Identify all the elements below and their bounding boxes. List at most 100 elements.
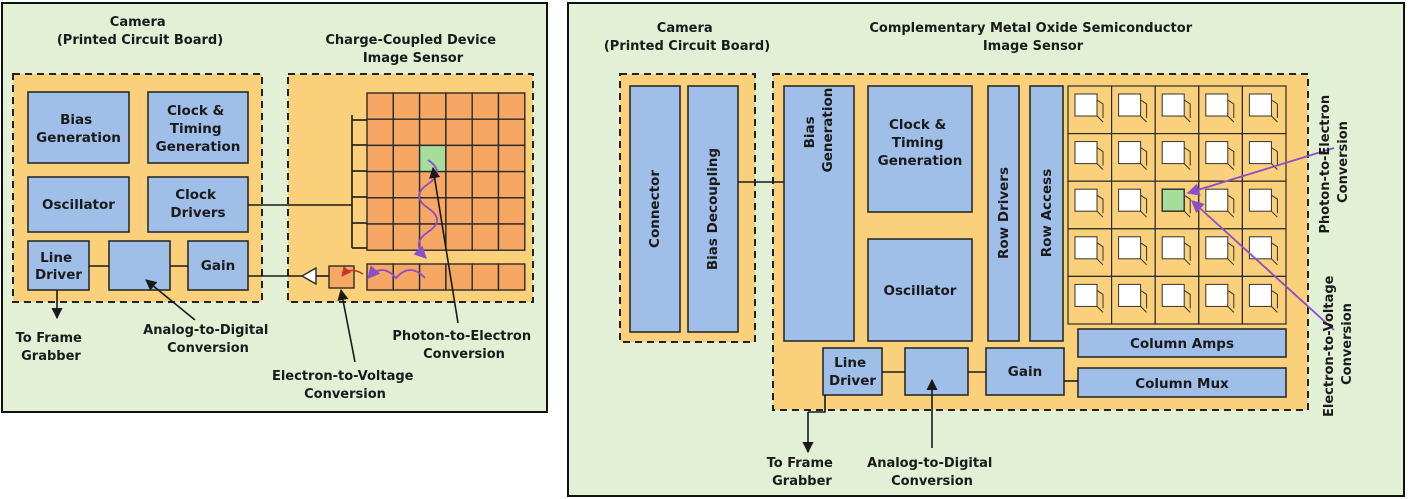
cmos-photodiode — [1074, 93, 1098, 117]
cmos-pixel — [1241, 275, 1287, 325]
cmos-photodiode — [1074, 141, 1098, 165]
cmos-pixel — [1067, 133, 1113, 182]
ccd-pixel — [497, 144, 526, 173]
ccd-panel: Camera (Printed Circuit Board) Charge-Co… — [1, 2, 548, 413]
ccd-clock-timing-block — [147, 91, 249, 164]
cmos-pixel-transistor — [1183, 99, 1191, 123]
cmos-pixel-transistor — [1271, 99, 1278, 123]
cmos-pixel — [1241, 228, 1287, 278]
cmos-pixel — [1154, 133, 1200, 182]
ccd-oscillator-label: Oscillator — [42, 197, 115, 213]
ccd-pixel — [392, 223, 421, 251]
cmos-clock-timing-label: Clock & Timing Generation — [878, 117, 963, 169]
cmos-photodiode — [1205, 141, 1229, 165]
cmos-pixel — [1154, 180, 1200, 230]
cmos-frame-grabber-label: To Frame Grabber — [767, 456, 838, 489]
ccd-pixel — [471, 144, 500, 173]
cmos-column-amps-block — [1077, 328, 1287, 358]
ccd-p2e-pointer — [429, 166, 459, 324]
ccd-pixel — [392, 144, 421, 173]
cmos-photodiode — [1205, 236, 1229, 260]
cmos-pixel — [1067, 180, 1113, 230]
ccd-pixel — [445, 170, 473, 199]
ccd-bias-generation-label: Bias Generation — [36, 112, 121, 146]
cmos-pixel-transistor — [1227, 99, 1235, 123]
cmos-photodiode — [1161, 93, 1185, 117]
cmos-column-mux-block — [1077, 367, 1287, 398]
cmos-photodiode — [1074, 188, 1098, 212]
ccd-sense-node — [328, 265, 355, 289]
cmos-photodiode — [1161, 236, 1185, 260]
cmos-line-driver-label: Line Driver — [829, 355, 876, 389]
cmos-column-mux-label: Column Mux — [1135, 376, 1229, 392]
cmos-photodiode — [1248, 141, 1272, 165]
ccd-horizontal-transfer-arrows — [367, 265, 426, 280]
cmos-pixel-transistor — [1140, 194, 1148, 218]
cmos-pixel-transistor — [1140, 242, 1148, 266]
ccd-gain-label: Gain — [201, 258, 235, 274]
ccd-clock-drivers-block — [147, 176, 249, 233]
cmos-pixel-transistor — [1183, 147, 1191, 170]
cmos-pixel-transistor — [1096, 242, 1104, 266]
cmos-photodiode — [1118, 93, 1142, 117]
cmos-photodiode — [1118, 236, 1142, 260]
cmos-pixel-transistor — [1140, 289, 1148, 313]
cmos-pixel-transistor — [1227, 289, 1235, 313]
cmos-pixel — [1110, 85, 1156, 135]
ccd-serial-cell — [497, 263, 526, 291]
ccd-pixel — [392, 118, 421, 147]
ccd-pixel — [471, 170, 500, 199]
ccd-serial-cell — [392, 263, 421, 291]
cmos-panel: Camera (Printed Circuit Board) Complemen… — [567, 2, 1405, 497]
cmos-pixel-transistor — [1227, 194, 1235, 218]
ccd-clock-drivers-label: Clock Drivers — [170, 187, 225, 221]
ccd-serial-cell — [418, 263, 447, 291]
cmos-adc-block — [904, 347, 969, 396]
cmos-pixel-transistor — [1183, 242, 1191, 266]
ccd-pixel — [418, 118, 447, 147]
ccd-pixel — [497, 197, 526, 225]
cmos-oscillator-label: Oscillator — [884, 283, 957, 299]
cmos-pixel — [1198, 133, 1244, 182]
ccd-pixel — [497, 170, 526, 199]
cmos-photodiode — [1074, 283, 1098, 307]
cmos-photodiode — [1248, 188, 1272, 212]
ccd-adc-pointer — [145, 279, 196, 321]
ccd-pixel — [471, 197, 500, 225]
cmos-pixel-transistor — [1227, 147, 1235, 170]
cmos-line-driver-block — [822, 347, 883, 396]
cmos-photodiode — [1161, 141, 1185, 165]
ccd-pixel — [392, 170, 421, 199]
cmos-pixel-transistor — [1183, 194, 1191, 218]
ccd-clock-timing-label: Clock & Timing Generation — [156, 103, 241, 155]
cmos-row-access-label: Row Access — [1039, 169, 1055, 258]
ccd-pixel — [366, 223, 394, 251]
cmos-e2v-pointer — [1191, 200, 1335, 331]
cmos-photodiode — [1161, 283, 1185, 307]
ccd-sensor-title: Charge-Coupled Device Image Sensor — [325, 33, 500, 66]
cmos-e2v-label: Electron-to-Voltage Conversion — [1322, 271, 1355, 417]
ccd-line-driver-label: Line Driver — [35, 250, 82, 283]
cmos-pixel — [1198, 85, 1244, 135]
ccd-pixel — [445, 92, 473, 120]
cmos-pixel — [1154, 85, 1200, 135]
cmos-pixel — [1198, 180, 1244, 230]
cmos-pixel-transistor — [1271, 194, 1278, 218]
cmos-row-drivers-label: Row Drivers — [996, 167, 1012, 259]
cmos-clock-timing-block — [867, 85, 973, 213]
ccd-e2v-pointer — [337, 288, 356, 363]
cmos-pixel — [1110, 275, 1156, 325]
ccd-pixel — [471, 118, 500, 147]
cmos-pixel — [1198, 275, 1244, 325]
cmos-gain-label: Gain — [1008, 364, 1042, 380]
ccd-serial-register — [366, 263, 526, 291]
cmos-bias-decoupling-block — [687, 85, 739, 333]
cmos-adc-label: Analog-to-Digital Conversion — [867, 456, 997, 489]
cmos-pixel-transistor — [1096, 289, 1104, 313]
ccd-pixel — [497, 118, 526, 147]
cmos-connector-block — [629, 85, 681, 333]
ccd-line-driver-block — [27, 240, 90, 291]
cmos-pixel — [1198, 228, 1244, 278]
ccd-frame-grabber-label: To Frame Grabber — [16, 331, 87, 364]
